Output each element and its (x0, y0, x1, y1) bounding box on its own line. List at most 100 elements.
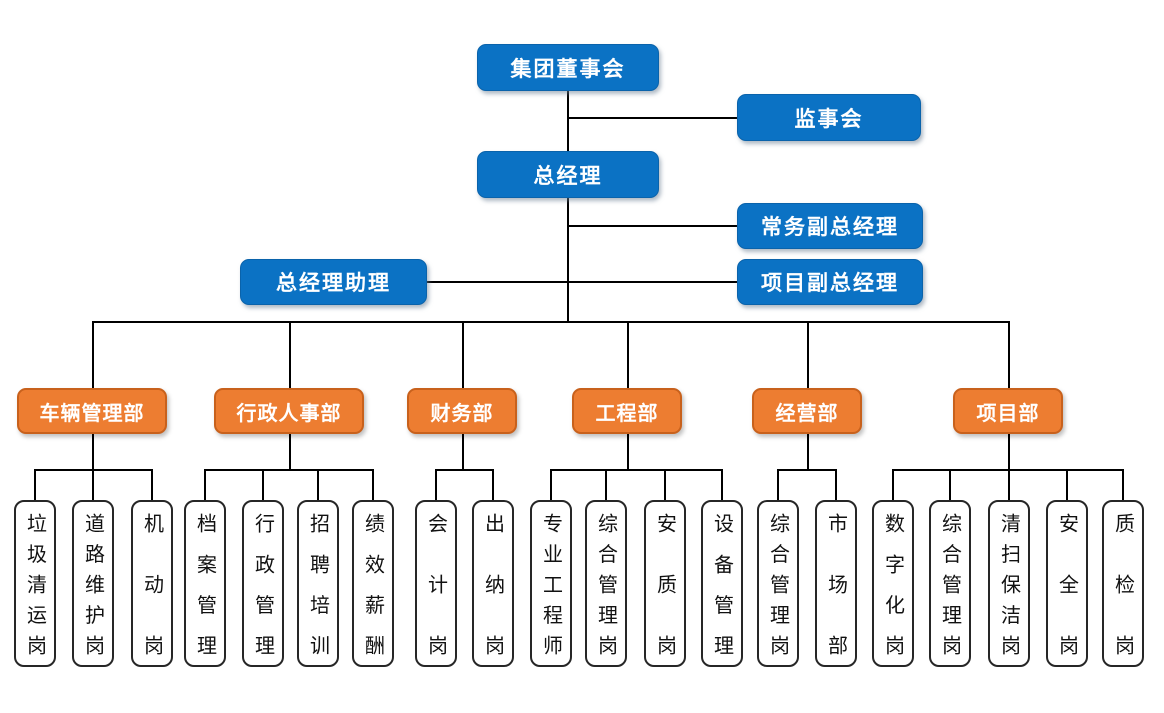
node-label: 项目副总经理 (761, 272, 899, 295)
connector-line (835, 469, 837, 501)
connector-line (567, 225, 739, 227)
node-label: 监事会 (794, 107, 864, 131)
connector-line (289, 434, 291, 470)
node-dept-vehicle-mgmt: 车辆管理部 (17, 388, 167, 434)
node-dept-engineering: 工程部 (572, 388, 682, 434)
connector-line (92, 469, 94, 501)
position-box: 道路维护岗 (72, 500, 114, 667)
connector-line (807, 321, 809, 389)
node-label: 经营部 (775, 402, 839, 425)
connector-line (627, 434, 629, 470)
connector-line (567, 91, 569, 322)
connector-line (262, 469, 264, 501)
connector-line (92, 321, 94, 389)
connector-line (627, 321, 629, 389)
connector-line (550, 469, 552, 501)
position-box: 清扫保洁岗 (988, 500, 1030, 667)
position-box: 设备管理 (701, 500, 743, 667)
connector-line (462, 321, 464, 389)
position-box: 会计岗 (415, 500, 457, 667)
node-label: 总经理助理 (276, 272, 391, 295)
position-label: 行政管理 (251, 512, 274, 655)
connector-line (34, 469, 36, 501)
position-box: 垃圾清运岗 (14, 500, 56, 667)
node-board: 集团董事会 (477, 44, 659, 91)
position-box: 质检岗 (1102, 500, 1144, 667)
connector-line (372, 469, 374, 501)
node-executive-deputy-gm: 常务副总经理 (737, 203, 923, 249)
position-box: 机动岗 (131, 500, 173, 667)
connector-line (664, 469, 666, 501)
node-label: 财务部 (430, 402, 494, 425)
position-box: 招聘培训 (297, 500, 339, 667)
connector-line (436, 469, 494, 471)
position-label: 综合管理岗 (594, 512, 617, 655)
position-box: 安质岗 (644, 500, 686, 667)
connector-line (427, 281, 739, 283)
position-box: 综合管理岗 (929, 500, 971, 667)
position-label: 安全岗 (1055, 512, 1078, 655)
node-label: 总经理 (533, 164, 603, 188)
node-dept-project: 项目部 (953, 388, 1063, 434)
node-dept-operations: 经营部 (752, 388, 862, 434)
connector-line (205, 469, 374, 471)
connector-line (492, 469, 494, 501)
position-label: 清扫保洁岗 (997, 512, 1020, 655)
connector-line (435, 469, 437, 501)
position-box: 综合管理岗 (757, 500, 799, 667)
connector-line (807, 434, 809, 470)
connector-line (35, 469, 153, 471)
node-label: 工程部 (595, 402, 659, 425)
connector-line (778, 469, 837, 471)
node-general-manager: 总经理 (477, 151, 659, 198)
position-label: 垃圾清运岗 (23, 512, 46, 655)
position-box: 市场部 (815, 500, 857, 667)
position-label: 会计岗 (424, 512, 447, 655)
connector-line (605, 469, 607, 501)
position-label: 道路维护岗 (81, 512, 104, 655)
position-label: 综合管理岗 (938, 512, 961, 655)
position-box: 综合管理岗 (585, 500, 627, 667)
position-box: 专业工程师 (530, 500, 572, 667)
node-label: 项目部 (976, 402, 1040, 425)
position-label: 绩效薪酬 (361, 512, 384, 655)
node-label: 集团董事会 (510, 57, 626, 81)
position-label: 质检岗 (1111, 512, 1134, 655)
position-label: 档案管理 (193, 512, 216, 655)
node-label: 车辆管理部 (39, 402, 145, 425)
position-label: 机动岗 (140, 512, 163, 655)
connector-line (949, 469, 951, 501)
connector-line (289, 321, 291, 389)
node-label: 行政人事部 (236, 402, 342, 425)
connector-line (777, 469, 779, 501)
connector-line (1122, 469, 1124, 501)
connector-line (151, 469, 153, 501)
position-box: 出纳岗 (472, 500, 514, 667)
connector-line (892, 469, 894, 501)
connector-line (92, 434, 94, 470)
position-box: 安全岗 (1046, 500, 1088, 667)
position-label: 出纳岗 (481, 512, 504, 655)
connector-line (204, 469, 206, 501)
position-label: 市场部 (824, 512, 847, 655)
connector-line (1008, 434, 1010, 470)
node-gm-assistant: 总经理助理 (240, 259, 427, 305)
connector-line (1066, 469, 1068, 501)
position-label: 专业工程师 (539, 512, 562, 655)
position-label: 招聘培训 (306, 512, 329, 655)
node-dept-finance: 财务部 (407, 388, 517, 434)
position-box: 行政管理 (242, 500, 284, 667)
position-box: 数字化岗 (872, 500, 914, 667)
connector-line (551, 469, 723, 471)
connector-line (1008, 321, 1010, 389)
position-label: 综合管理岗 (766, 512, 789, 655)
position-label: 数字化岗 (881, 512, 904, 655)
position-label: 设备管理 (710, 512, 733, 655)
node-project-deputy-gm: 项目副总经理 (737, 259, 923, 305)
node-dept-admin-hr: 行政人事部 (214, 388, 364, 434)
connector-line (567, 117, 739, 119)
node-supervisory-board: 监事会 (737, 94, 921, 141)
connector-line (462, 434, 464, 470)
connector-line (721, 469, 723, 501)
